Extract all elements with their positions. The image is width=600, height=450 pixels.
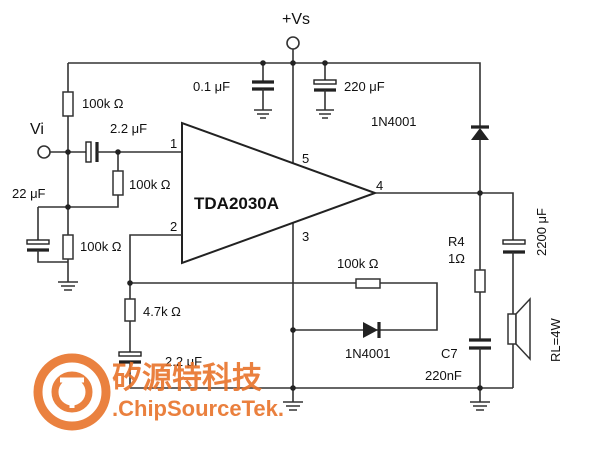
fb-ground-resistor-label: 4.7k Ω [143, 304, 181, 319]
c7-capacitor: C7 220nF [425, 338, 491, 388]
c7-name: C7 [441, 346, 458, 361]
supply-terminal: +Vs [282, 11, 310, 50]
r4-value: 1Ω [448, 251, 465, 266]
feedback-wire-right [293, 282, 438, 331]
fb-ground-cap: 2.2 μF [118, 351, 202, 388]
ground-symbol-center [283, 401, 303, 411]
bias-resistor-top-label: 100k Ω [82, 96, 124, 111]
supply-cap-small: 0.1 μF [193, 63, 274, 119]
pin-2-label: 2 [170, 219, 177, 234]
pin-4-label: 4 [376, 178, 383, 193]
supply-cap-large: 220 μF [313, 63, 385, 119]
fb-ground-resistor: 4.7k Ω [124, 298, 181, 322]
diode-bottom: 1N4001 [345, 322, 391, 361]
supply-cap-small-label: 0.1 μF [193, 79, 230, 94]
ground-symbol-right [470, 401, 490, 411]
ground-symbol-left [58, 281, 78, 291]
pin2-wire [129, 234, 182, 299]
bias-node-wire [38, 195, 119, 208]
tda2030a-ic: TDA2030A 1 2 3 4 5 [170, 121, 383, 265]
pin-1-label: 1 [170, 136, 177, 151]
fb-ground-cap-label: 2.2 μF [165, 354, 202, 369]
load-label: RL=4W [548, 318, 563, 362]
bias-cap: 22 μF [12, 186, 68, 263]
ic-label: TDA2030A [194, 194, 279, 213]
r4-name: R4 [448, 234, 465, 249]
input-label: Vi [30, 121, 44, 138]
bias-resistor-pin1: 100k Ω [112, 152, 171, 196]
bias-resistor-bottom: 100k Ω [62, 234, 122, 260]
bias-resistor-pin1-label: 100k Ω [129, 177, 171, 192]
input-cap-label: 2.2 μF [110, 121, 147, 136]
speaker-load: RL=4W [507, 297, 563, 388]
bias-cap-label: 22 μF [12, 186, 46, 201]
watermark-chinese: 矽源特科技 [112, 361, 262, 396]
chipsourcetek-logo: 矽源特科技 .ChipSourceTek. [33, 353, 284, 431]
bias-resistor-top: 100k Ω [62, 91, 124, 117]
r4-resistor: R4 1Ω [448, 234, 486, 293]
watermark-english: .ChipSourceTek. [112, 396, 284, 421]
pin-3-label: 3 [302, 229, 309, 244]
pin-5-label: 5 [302, 151, 309, 166]
c7-value: 220nF [425, 368, 462, 383]
diode-top-label: 1N4001 [371, 114, 417, 129]
input-terminal: Vi [30, 121, 51, 159]
bias-resistor-bottom-label: 100k Ω [80, 239, 122, 254]
top-rail-wire [68, 62, 481, 128]
output-coupling-cap: 2200 μF [502, 208, 549, 300]
supply-cap-large-label: 220 μF [344, 79, 385, 94]
supply-label: +Vs [282, 11, 310, 28]
diode-top: 1N4001 [371, 114, 489, 190]
feedback-resistor-label: 100k Ω [337, 256, 379, 271]
output-wire [375, 192, 514, 240]
junction-dots [65, 60, 483, 391]
input-coupling-cap: 2.2 μF [85, 121, 182, 163]
output-cap-label: 2200 μF [534, 208, 549, 256]
diode-bottom-label: 1N4001 [345, 346, 391, 361]
